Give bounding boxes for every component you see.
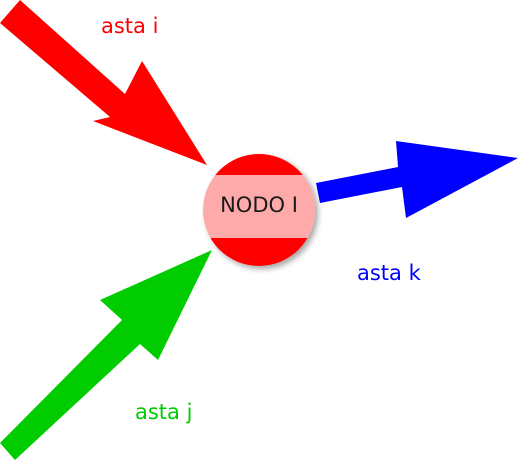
edge-j-label: asta j xyxy=(135,400,193,424)
edge-k-label: asta k xyxy=(357,261,421,285)
edge-i-arrow xyxy=(0,0,207,165)
edge-k-arrow xyxy=(316,141,518,218)
node-label: NODO I xyxy=(220,193,298,217)
edge-j-arrow xyxy=(0,250,212,460)
edge-i-label: asta i xyxy=(101,14,159,38)
